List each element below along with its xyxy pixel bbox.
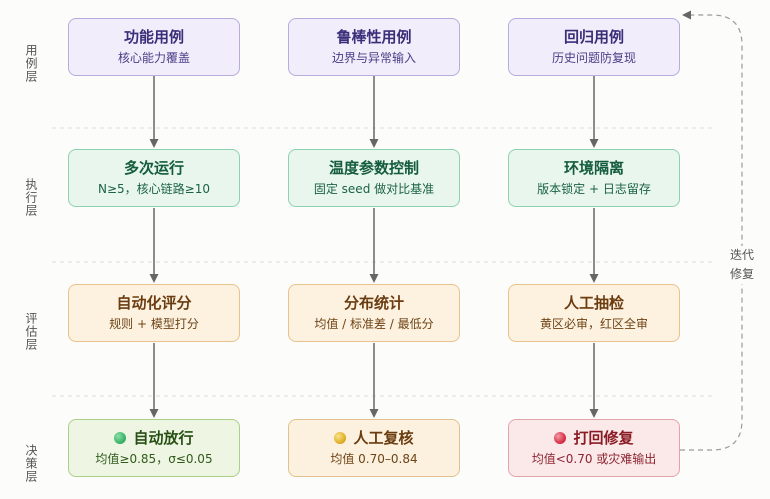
node-subtitle: 核心能力覆盖 bbox=[117, 51, 190, 65]
red-status-dot-icon bbox=[554, 432, 567, 444]
layer-label-eval: 评估层 bbox=[24, 312, 38, 351]
node-title: 打回修复 bbox=[573, 429, 634, 447]
node-multiple-runs: 多次运行 N≥5，核心链路≥10 bbox=[68, 149, 240, 207]
layer-dividers bbox=[52, 127, 712, 397]
node-send-back-fix: 打回修复 均值<0.70 或灾难输出 bbox=[508, 419, 680, 477]
node-title: 鲁棒性用例 bbox=[336, 28, 412, 46]
node-manual-sampling: 人工抽检 黄区必审，红区全审 bbox=[508, 284, 680, 342]
node-subtitle: 版本锁定 + 日志留存 bbox=[537, 182, 651, 196]
node-subtitle: 均值 / 标准差 / 最低分 bbox=[314, 317, 434, 331]
node-subtitle: N≥5，核心链路≥10 bbox=[98, 182, 210, 196]
node-functional-cases: 功能用例 核心能力覆盖 bbox=[68, 18, 240, 76]
loop-label: 迭代 修复 bbox=[724, 246, 760, 284]
node-auto-release: 自动放行 均值≥0.85，σ≤0.05 bbox=[68, 419, 240, 477]
node-title: 环境隔离 bbox=[563, 159, 624, 177]
node-regression-cases: 回归用例 历史问题防复现 bbox=[508, 18, 680, 76]
node-title: 自动化评分 bbox=[116, 294, 192, 312]
node-title: 温度参数控制 bbox=[328, 159, 419, 177]
node-subtitle: 固定 seed 做对比基准 bbox=[313, 182, 435, 196]
node-auto-scoring: 自动化评分 规则 + 模型打分 bbox=[68, 284, 240, 342]
layer-label-usecase: 用例层 bbox=[24, 44, 38, 83]
node-subtitle: 边界与异常输入 bbox=[331, 51, 416, 65]
node-subtitle: 黄区必审，红区全审 bbox=[539, 317, 648, 331]
node-env-isolation: 环境隔离 版本锁定 + 日志留存 bbox=[508, 149, 680, 207]
node-title: 回归用例 bbox=[563, 28, 624, 46]
layer-label-exec: 执行层 bbox=[24, 178, 38, 217]
flow-arrows bbox=[149, 76, 599, 418]
loop-arrow bbox=[680, 10, 743, 451]
loop-label-line2: 修复 bbox=[729, 267, 754, 281]
node-manual-review: 人工复核 均值 0.70–0.84 bbox=[288, 419, 460, 477]
green-status-dot-icon bbox=[114, 432, 127, 444]
layer-label-decision: 决策层 bbox=[24, 444, 38, 483]
node-robustness-cases: 鲁棒性用例 边界与异常输入 bbox=[288, 18, 460, 76]
node-subtitle: 规则 + 模型打分 bbox=[109, 317, 199, 331]
node-distribution-stats: 分布统计 均值 / 标准差 / 最低分 bbox=[288, 284, 460, 342]
node-title: 人工复核 bbox=[353, 429, 414, 447]
node-subtitle: 均值<0.70 或灾难输出 bbox=[531, 452, 657, 466]
node-title: 多次运行 bbox=[123, 159, 184, 177]
node-subtitle: 均值≥0.85，σ≤0.05 bbox=[95, 452, 213, 466]
node-subtitle: 均值 0.70–0.84 bbox=[330, 452, 418, 466]
node-title: 功能用例 bbox=[123, 28, 184, 46]
node-title: 自动放行 bbox=[133, 429, 194, 447]
node-subtitle: 历史问题防复现 bbox=[551, 51, 636, 65]
loop-label-line1: 迭代 bbox=[729, 248, 754, 262]
node-title: 人工抽检 bbox=[563, 294, 624, 312]
node-temperature-control: 温度参数控制 固定 seed 做对比基准 bbox=[288, 149, 460, 207]
node-title: 分布统计 bbox=[343, 294, 404, 312]
yellow-status-dot-icon bbox=[334, 432, 347, 444]
